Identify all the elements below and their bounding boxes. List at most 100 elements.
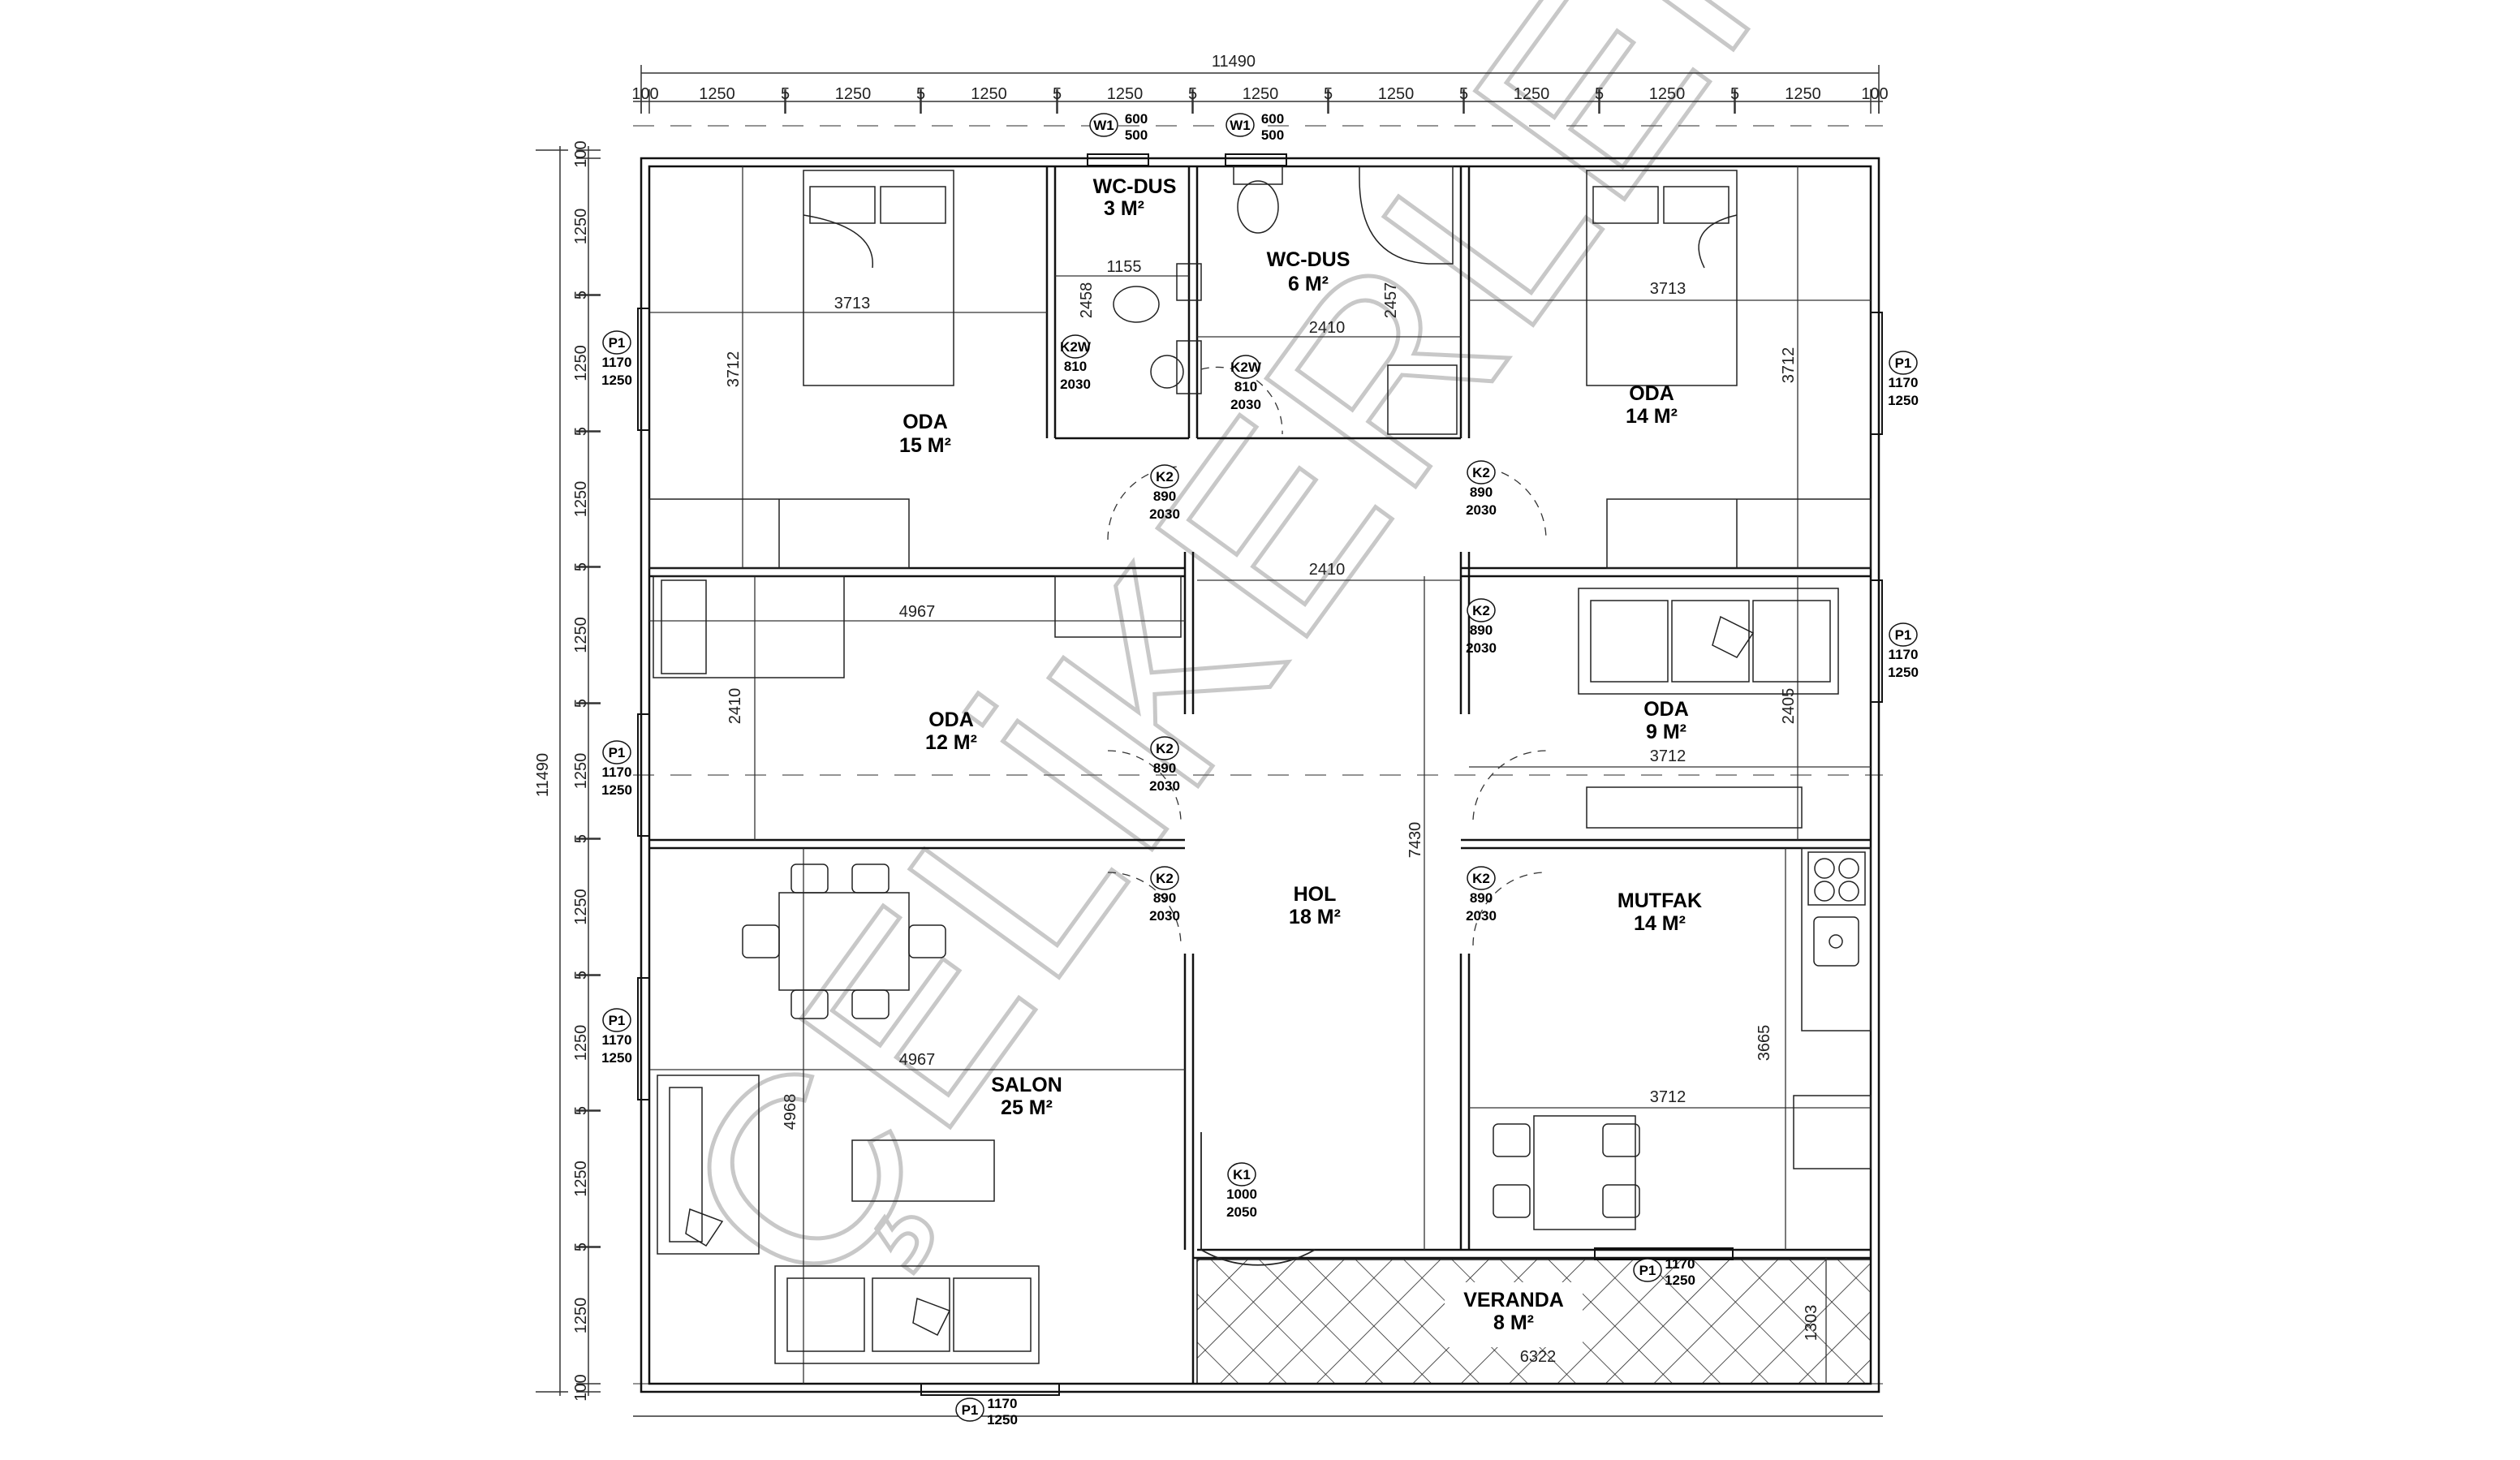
bathroom-fixtures xyxy=(1113,166,1458,435)
left-dimension-label: 5 xyxy=(572,699,590,708)
opening-width: 810 xyxy=(1064,359,1087,374)
top-dimension-label: 5 xyxy=(1459,85,1468,103)
overall-width-label: 11490 xyxy=(1212,53,1256,71)
dimension-label: 3712 xyxy=(1650,747,1686,765)
left-dimension-label: 5 xyxy=(572,1243,590,1251)
opening-type: K2 xyxy=(1156,871,1174,886)
opening-width: 1170 xyxy=(602,1032,632,1048)
left-dimension-label: 5 xyxy=(572,427,590,436)
room-labels: WC-DUS 3 M² WC-DUS 6 M² ODA 15 M² ODA 14… xyxy=(899,175,1702,1334)
top-dimension-label: 5 xyxy=(1595,85,1604,103)
bed-oda-15 xyxy=(803,170,954,386)
top-dimension-label: 100 xyxy=(1861,85,1888,103)
dimension-label: 2457 xyxy=(1382,282,1400,319)
opening-width: 1170 xyxy=(602,355,632,370)
interior-dimension-lines xyxy=(649,166,1871,1384)
opening-type: P1 xyxy=(609,335,626,351)
room-area: 25 M² xyxy=(1001,1096,1053,1119)
opening-width: 600 xyxy=(1261,111,1284,127)
dimension-label: 1155 xyxy=(1106,258,1141,276)
tv-unit-oda-9 xyxy=(1586,786,1803,829)
opening-height: 1250 xyxy=(601,782,632,798)
opening-width: 890 xyxy=(1153,489,1176,504)
left-dimension-ticks xyxy=(576,149,601,1393)
left-dimension-label: 5 xyxy=(572,562,590,571)
dimension-label: 3712 xyxy=(1780,347,1798,384)
top-dimension-label: 100 xyxy=(631,85,658,103)
left-dimension-label: 1250 xyxy=(572,1025,590,1062)
left-dimension-label: 1250 xyxy=(572,753,590,790)
dining-set-salon xyxy=(742,864,946,1019)
opening-height: 1250 xyxy=(1888,665,1919,680)
bed-oda-12 xyxy=(653,575,1182,678)
top-dimension-label: 5 xyxy=(916,85,925,103)
opening-height: 1250 xyxy=(1888,393,1919,408)
dimension-label: 3713 xyxy=(1650,280,1686,298)
left-dimension-label: 5 xyxy=(572,971,590,980)
opening-height: 1250 xyxy=(601,373,632,388)
dimension-label: 2410 xyxy=(1309,319,1346,337)
watermark: ÇELİKERLER xyxy=(623,0,1885,1341)
dimension-label: 4968 xyxy=(782,1094,799,1131)
top-dimension-label: 1250 xyxy=(1514,85,1550,103)
opening-width: 890 xyxy=(1470,622,1493,638)
dimension-label: 3665 xyxy=(1755,1025,1773,1062)
opening-height: 1250 xyxy=(1665,1273,1695,1288)
top-dimension-ticks xyxy=(640,89,1880,114)
dimension-label: 7430 xyxy=(1406,822,1424,859)
room-name: SALON xyxy=(991,1074,1062,1096)
opening-type: K2 xyxy=(1472,465,1490,480)
opening-width: 1170 xyxy=(602,764,632,780)
wardrobe-oda-15 xyxy=(648,498,910,569)
dimension-label: 2458 xyxy=(1078,282,1096,319)
opening-type: P1 xyxy=(962,1402,979,1418)
opening-width: 1170 xyxy=(1889,647,1919,662)
interior-dimension-labels: 3713 3712 1155 2458 2410 2457 3713 3712 … xyxy=(725,258,1820,1366)
interior-walls xyxy=(649,166,1871,1384)
left-dimension-label: 1250 xyxy=(572,1298,590,1334)
left-dimension-label: 1250 xyxy=(572,1161,590,1197)
top-dimension-label: 1250 xyxy=(699,85,735,103)
room-name: VERANDA xyxy=(1463,1289,1564,1311)
opening-type: W1 xyxy=(1093,118,1114,133)
room-area: 6 M² xyxy=(1288,273,1329,295)
opening-width: 890 xyxy=(1470,485,1493,500)
opening-height: 1250 xyxy=(601,1050,632,1066)
opening-height: 2030 xyxy=(1466,640,1497,656)
dimension-label: 3712 xyxy=(725,351,743,388)
left-dimension-label: 5 xyxy=(572,1106,590,1115)
dimension-label: 3712 xyxy=(1650,1088,1686,1106)
left-dimension-label: 100 xyxy=(572,1374,590,1401)
opening-height: 2030 xyxy=(1230,397,1261,412)
top-dimension-label: 1250 xyxy=(1378,85,1415,103)
opening-width: 1000 xyxy=(1226,1187,1257,1202)
dimension-label: 4967 xyxy=(899,1051,936,1069)
dimension-label: 6322 xyxy=(1520,1348,1557,1366)
left-dimension-labels: 1001250512505125051250512505125051250512… xyxy=(572,140,590,1401)
room-name: HOL xyxy=(1294,883,1337,906)
opening-width: 1170 xyxy=(1665,1256,1695,1272)
opening-width: 1170 xyxy=(1889,375,1919,390)
room-area: 14 M² xyxy=(1634,912,1686,935)
dimension-label: 1303 xyxy=(1803,1305,1820,1342)
left-dimension-label: 5 xyxy=(572,291,590,299)
coffee-table-salon xyxy=(851,1139,995,1202)
opening-height: 2030 xyxy=(1149,908,1180,924)
left-dimension-label: 5 xyxy=(572,834,590,843)
left-dimension-label: 1250 xyxy=(572,209,590,245)
room-area: 3 M² xyxy=(1104,197,1144,220)
opening-width: 890 xyxy=(1470,890,1493,906)
opening-width: 890 xyxy=(1153,760,1176,776)
room-area: 15 M² xyxy=(899,434,951,457)
